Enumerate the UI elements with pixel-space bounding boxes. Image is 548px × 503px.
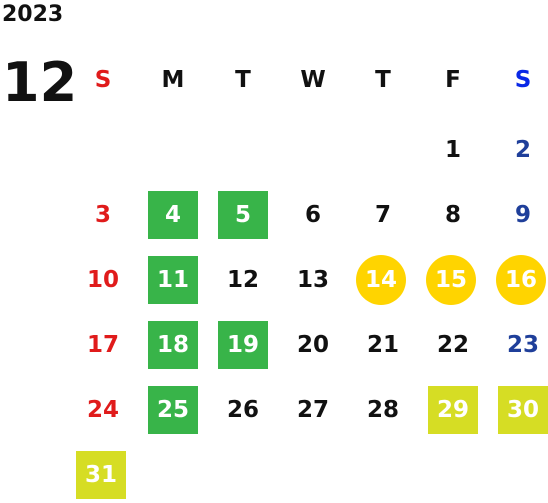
day-cell[interactable]: 5 bbox=[218, 191, 268, 239]
day-cell[interactable]: 20 bbox=[296, 332, 329, 358]
day-cell[interactable]: 4 bbox=[148, 191, 198, 239]
day-cell[interactable]: 21 bbox=[366, 332, 399, 358]
day-cell[interactable]: 6 bbox=[304, 202, 321, 228]
day-cell[interactable]: 11 bbox=[148, 256, 198, 304]
day-cell[interactable]: 7 bbox=[374, 202, 391, 228]
calendar-year: 2023 bbox=[2, 2, 64, 27]
day-cell[interactable]: 9 bbox=[514, 202, 531, 228]
day-cell[interactable]: 25 bbox=[148, 386, 198, 434]
day-cell[interactable]: 18 bbox=[148, 321, 198, 369]
day-cell[interactable]: 12 bbox=[226, 267, 259, 293]
day-cell[interactable]: 22 bbox=[436, 332, 469, 358]
day-cell[interactable]: 2 bbox=[514, 137, 531, 163]
day-cell[interactable]: 23 bbox=[506, 332, 539, 358]
weekday-header-tuesday: T bbox=[235, 67, 251, 93]
day-cell[interactable]: 29 bbox=[428, 386, 478, 434]
day-cell[interactable]: 16 bbox=[496, 255, 546, 305]
day-cell[interactable]: 17 bbox=[86, 332, 119, 358]
day-cell[interactable]: 14 bbox=[356, 255, 406, 305]
day-cell[interactable]: 24 bbox=[86, 397, 119, 423]
day-cell[interactable]: 27 bbox=[296, 397, 329, 423]
day-cell[interactable]: 30 bbox=[498, 386, 548, 434]
weekday-header-monday: M bbox=[161, 67, 185, 93]
calendar-month: 12 bbox=[2, 51, 78, 114]
day-cell[interactable]: 19 bbox=[218, 321, 268, 369]
weekday-header-thursday: T bbox=[375, 67, 391, 93]
weekday-header-friday: F bbox=[445, 67, 461, 93]
day-cell[interactable]: 28 bbox=[366, 397, 399, 423]
weekday-header-wednesday: W bbox=[300, 67, 326, 93]
day-cell[interactable]: 10 bbox=[86, 267, 119, 293]
day-cell[interactable]: 1 bbox=[444, 137, 461, 163]
day-cell[interactable]: 26 bbox=[226, 397, 259, 423]
day-cell[interactable]: 3 bbox=[94, 202, 111, 228]
day-cell[interactable]: 15 bbox=[426, 255, 476, 305]
day-cell[interactable]: 8 bbox=[444, 202, 461, 228]
day-cell[interactable]: 31 bbox=[76, 451, 126, 499]
weekday-header-saturday: S bbox=[514, 67, 532, 93]
weekday-header-sunday: S bbox=[94, 67, 112, 93]
day-cell[interactable]: 13 bbox=[296, 267, 329, 293]
